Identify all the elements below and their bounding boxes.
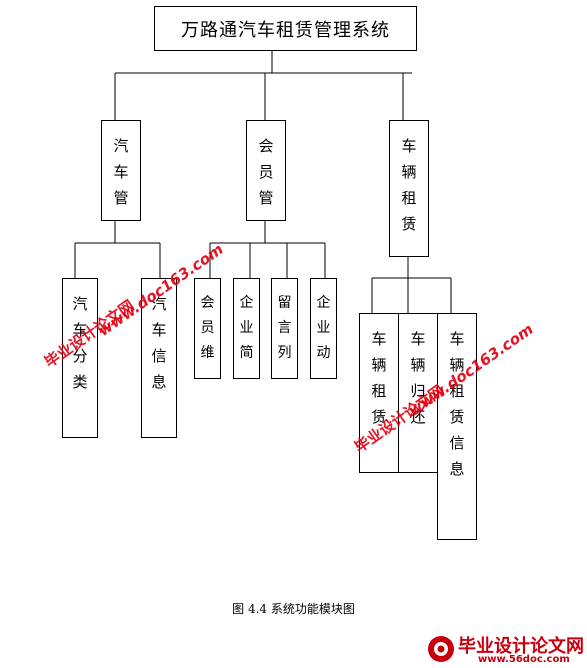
char: 管 [258, 189, 274, 207]
logo-name: 毕业设计论文网 [458, 636, 584, 657]
char: 企 [316, 295, 331, 311]
char: 管 [113, 189, 129, 207]
char: 还 [410, 408, 426, 426]
char: 车 [113, 163, 129, 181]
node-message-list: 留 言 列 [271, 278, 298, 379]
node-car-info: 汽 车 信 息 [141, 278, 177, 438]
node-rental-info: 车 辆 租 赁 信 息 [437, 313, 477, 540]
char: 留 [277, 295, 292, 311]
char: 息 [449, 460, 465, 478]
char: 赁 [401, 215, 417, 233]
site-logo-icon [428, 636, 454, 662]
char: 信 [151, 347, 167, 365]
char: 汽 [113, 137, 129, 155]
char: 车 [410, 330, 426, 348]
char: 租 [401, 189, 417, 207]
char: 车 [72, 321, 88, 339]
char: 会 [200, 295, 215, 311]
char: 车 [371, 330, 387, 348]
char: 赁 [371, 408, 387, 426]
char: 列 [277, 345, 292, 361]
char: 辆 [401, 163, 417, 181]
char: 信 [449, 434, 465, 452]
node-company-intro: 企 业 简 [233, 278, 260, 379]
char: 辆 [371, 356, 387, 374]
char: 业 [239, 320, 254, 336]
char: 辆 [410, 356, 426, 374]
char: 企 [239, 295, 254, 311]
char: 员 [258, 163, 274, 181]
char: 车 [449, 330, 465, 348]
system-title: 万路通汽车租赁管理系统 [181, 19, 390, 41]
char: 会 [258, 137, 274, 155]
module-vehicle-rental: 车 辆 租 赁 [389, 120, 429, 257]
char: 分 [72, 347, 88, 365]
char: 租 [449, 382, 465, 400]
char: 赁 [449, 408, 465, 426]
system-title-box: 万路通汽车租赁管理系统 [154, 6, 417, 51]
logo-url: www.56doc.com [478, 654, 570, 665]
char: 简 [239, 345, 254, 361]
char: 车 [401, 137, 417, 155]
char: 维 [200, 345, 215, 361]
module-member-management: 会 员 管 [246, 120, 286, 221]
char: 动 [316, 345, 331, 361]
node-vehicle-rent: 车 辆 租 赁 [359, 313, 399, 473]
char: 汽 [151, 295, 167, 313]
char: 员 [200, 320, 215, 336]
char: 言 [277, 320, 292, 336]
char: 车 [151, 321, 167, 339]
char: 辆 [449, 356, 465, 374]
module-car-management: 汽 车 管 [101, 120, 141, 221]
char: 租 [371, 382, 387, 400]
node-member-maintain: 会 员 维 [194, 278, 221, 379]
node-company-news: 企 业 动 [310, 278, 337, 379]
char: 业 [316, 320, 331, 336]
char: 汽 [72, 295, 88, 313]
figure-caption: 图 4.4 系统功能模块图 [232, 602, 355, 616]
char: 归 [410, 382, 426, 400]
char: 息 [151, 373, 167, 391]
node-car-category: 汽 车 分 类 [62, 278, 98, 438]
char: 类 [72, 373, 88, 391]
